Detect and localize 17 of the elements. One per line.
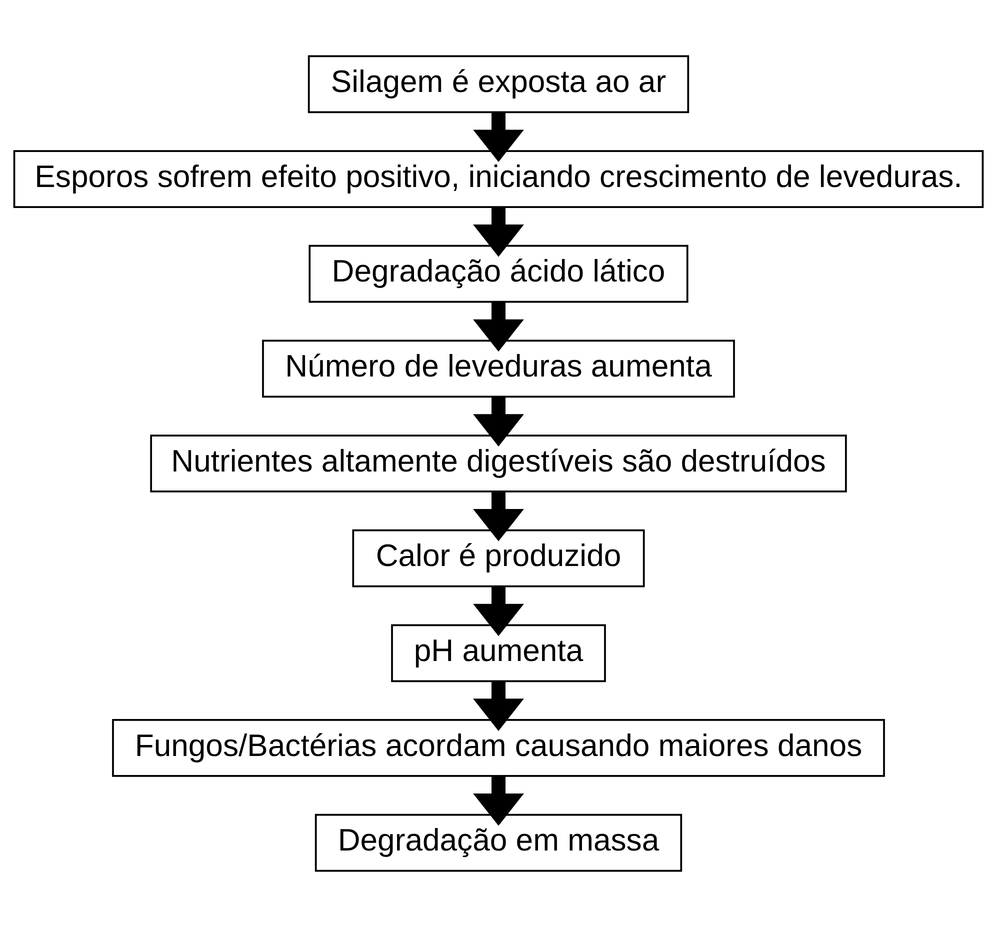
arrow	[473, 206, 524, 256]
node-box: Esporos sofrem efeito positivo, iniciando crescimento de leveduras.	[13, 150, 984, 208]
arrow	[473, 586, 524, 636]
arrow	[473, 301, 524, 352]
node-box: Degradação em massa	[314, 813, 682, 872]
arrow	[473, 491, 524, 541]
arrow	[473, 776, 524, 826]
node-box: Degradação ácido lático	[308, 244, 688, 302]
node-box: Fungos/Bactérias acordam causando maiores danos	[112, 718, 885, 776]
node-box: pH aumenta	[391, 624, 606, 682]
arrow	[473, 396, 524, 446]
node-box: Número de leveduras aumenta	[262, 339, 735, 398]
node-box: Silagem é exposta ao ar	[308, 54, 690, 113]
node-box: Nutrientes altamente digestíveis são destruídos	[150, 434, 847, 492]
node-box: Calor é produzido	[352, 528, 645, 587]
arrow	[473, 112, 524, 162]
arrow	[473, 680, 524, 730]
